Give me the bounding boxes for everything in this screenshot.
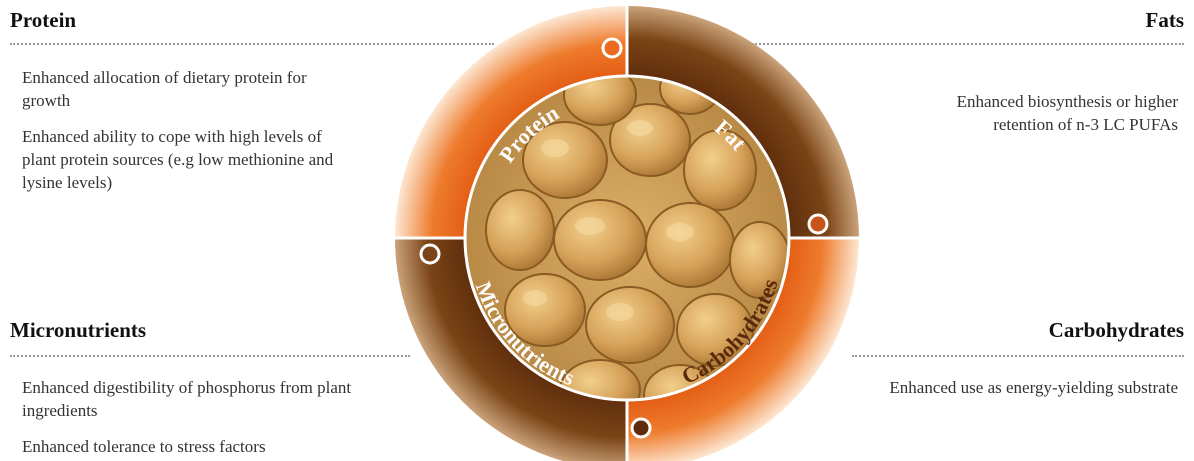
nutrient-wheel: Protein Fat Carbohydrates Micronutrients bbox=[0, 0, 1194, 461]
